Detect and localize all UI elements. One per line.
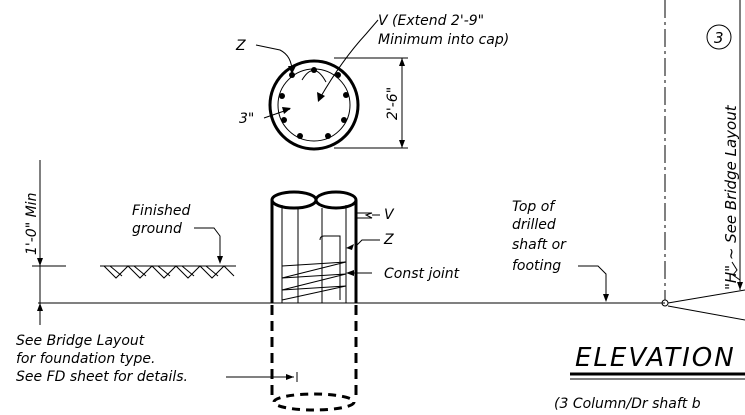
detail-number: 3 <box>714 29 724 47</box>
z-leader <box>255 44 293 73</box>
finished-ground-label-1: Finished <box>132 203 190 219</box>
note-line-2: for foundation type. <box>16 351 155 367</box>
column-cross-section <box>255 19 408 151</box>
v-side-bracket <box>356 212 373 219</box>
top-drilled-label-4: footing <box>512 258 561 274</box>
top-drilled-leader <box>578 265 607 298</box>
arrowhead <box>603 294 609 302</box>
arrowhead <box>317 92 325 102</box>
drilled-shaft-dashed <box>270 305 358 412</box>
const-joint-label: Const joint <box>384 266 460 282</box>
rebar-dot <box>289 72 295 78</box>
dim-1ft0-min <box>32 160 66 325</box>
elevation-subtitle: (3 Column/Dr shaft b <box>554 396 701 412</box>
dim-1ft0-label: 1'-0" Min <box>24 193 40 255</box>
z-side-label: Z <box>383 232 394 248</box>
arrowhead <box>288 66 296 74</box>
rebar-dot <box>279 93 285 99</box>
cover-3in-label: 3" <box>239 111 254 127</box>
arrowhead <box>399 140 405 148</box>
rebar-dot <box>325 133 331 139</box>
section-outer-circle <box>268 59 360 151</box>
break-mark <box>731 261 741 281</box>
top-drilled-label-1: Top of <box>512 199 556 215</box>
arrowhead <box>399 58 405 66</box>
rebar-dot <box>341 117 347 123</box>
rebar-dot <box>335 72 341 78</box>
note-line-3: See FD sheet for details. <box>16 369 188 385</box>
z-bend-curve <box>301 70 327 83</box>
rebar-dot <box>343 92 349 98</box>
v-leader <box>319 19 379 99</box>
h-dim-label: "H" ~ See Bridge Layout <box>722 104 740 290</box>
rebar-dot <box>297 133 303 139</box>
arrowhead <box>282 107 291 114</box>
finished-ground-hatch <box>100 227 236 279</box>
slope-line <box>667 289 745 304</box>
v-extend-label-1: V (Extend 2'-9" <box>378 13 484 29</box>
v-extend-label-2: Minimum into cap) <box>378 32 509 48</box>
column-elevation <box>270 190 358 303</box>
rebar-dot <box>281 117 287 123</box>
top-drilled-label-3: shaft or <box>512 237 567 253</box>
z-side-leader <box>355 239 380 247</box>
top-drilled-label-2: drilled <box>512 217 556 233</box>
note-line-1: See Bridge Layout <box>16 333 145 349</box>
elevation-title: ELEVATION <box>575 343 736 373</box>
v-side-label: V <box>384 207 395 223</box>
dim-2ft6-label: 2'-6" <box>385 87 401 120</box>
spiral-circle <box>277 68 351 142</box>
arrowhead <box>286 374 294 380</box>
arrowhead <box>346 270 354 276</box>
detail-number-circle <box>706 24 732 50</box>
z-top-label: Z <box>235 38 246 54</box>
finished-ground-label-2: ground <box>132 221 182 237</box>
arrowhead <box>346 244 354 250</box>
